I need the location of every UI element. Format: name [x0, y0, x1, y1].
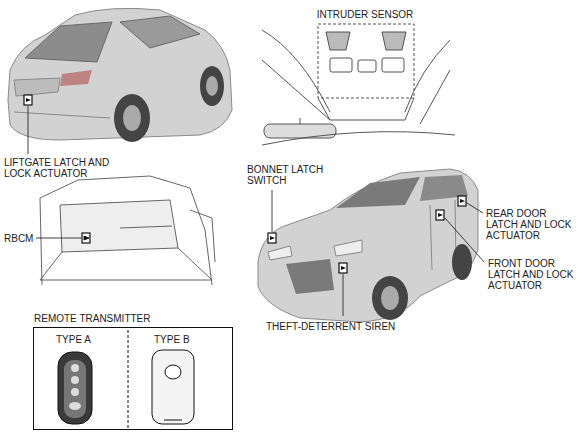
- part-label: BONNET LATCH SWITCH: [247, 164, 339, 186]
- box-heading: REMOTE TRANSMITTER: [34, 313, 150, 324]
- type-label: TYPE B: [154, 334, 190, 345]
- part-label: REAR DOOR LATCH AND LOCK ACTUATOR: [486, 208, 578, 241]
- transmitter-box: REMOTE TRANSMITTERTYPE ATYPE B: [33, 327, 233, 430]
- part-label: LIFTGATE LATCH AND LOCK ACTUATOR: [4, 157, 126, 179]
- cargo-area: [36, 176, 215, 285]
- front-vehicle: [258, 169, 484, 322]
- type-label: TYPE A: [56, 334, 91, 345]
- rear-vehicle: [8, 8, 232, 154]
- part-label: RBCM: [4, 233, 44, 244]
- part-label: FRONT DOOR LATCH AND LOCK ACTUATOR: [488, 258, 578, 291]
- part-label: INTRUDER SENSOR: [300, 9, 430, 20]
- part-label: THEFT-DETERRENT SIREN: [266, 321, 436, 332]
- overhead-console: [262, 24, 455, 145]
